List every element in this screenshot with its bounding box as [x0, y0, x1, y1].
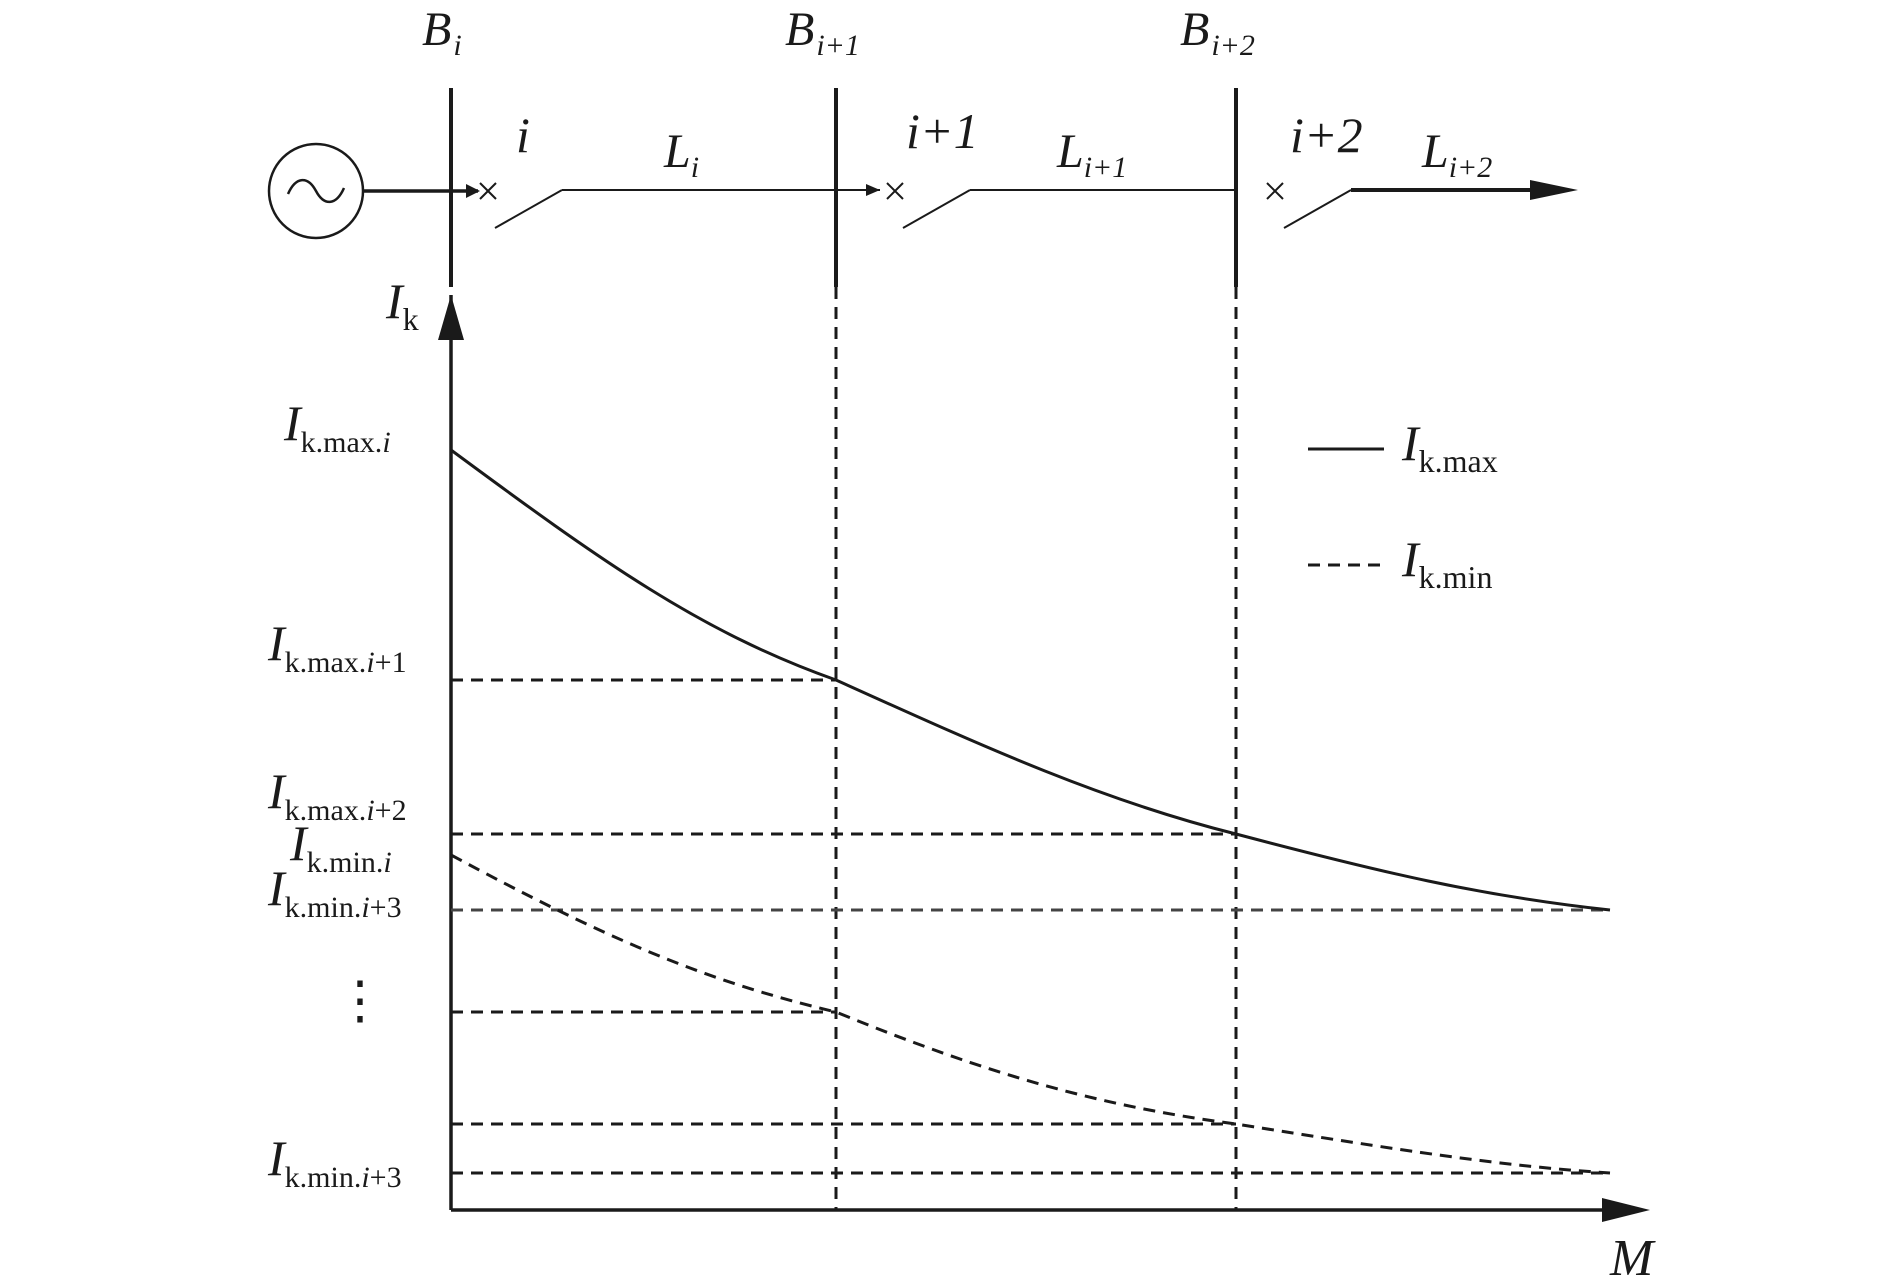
- breaker-blade-i: [494, 189, 563, 229]
- line-label-i: Li: [663, 125, 699, 184]
- bus-label-i1: Bi+1: [785, 3, 860, 62]
- ylabel-min-i: Ik.min.i: [289, 815, 392, 879]
- ylabel-min-i3-upper: Ik.min.i+3: [267, 860, 402, 924]
- breaker-x-icon: [886, 182, 904, 200]
- line-label-i2: Li+2: [1421, 125, 1492, 184]
- bus-label-i: Bi: [422, 3, 462, 62]
- breaker-x-icon: [479, 182, 497, 200]
- ylabel-max-i2: Ik.max.i+2: [267, 763, 407, 827]
- line-arrow-i2: [1530, 180, 1578, 200]
- curve-ik-min: [450, 853, 1611, 1175]
- reference-levels: [451, 678, 1610, 1175]
- ylabel-max-i: Ik.max.i: [283, 395, 391, 459]
- x-axis-arrow: [1602, 1198, 1650, 1222]
- breaker-blade-i2: [1283, 189, 1352, 229]
- line-label-i1: Li+1: [1056, 125, 1127, 184]
- breaker-label-i: i: [516, 107, 530, 163]
- breaker-blade-i1: [902, 189, 971, 229]
- y-axis-label: Ik: [385, 273, 419, 337]
- source-arrow: [466, 184, 480, 198]
- ylabel-ellipsis: ⋮: [334, 973, 386, 1030]
- legend-label-max: Ik.max: [1401, 415, 1498, 479]
- breaker-label-i1: i+1: [906, 103, 979, 159]
- breaker-x-icon: [1266, 182, 1284, 200]
- legend-label-min: Ik.min: [1401, 531, 1492, 595]
- network-diagram: [267, 88, 1578, 287]
- ylabel-min-i3-lower: Ik.min.i+3: [267, 1130, 402, 1194]
- ac-source-icon: [267, 142, 365, 240]
- x-axis-label: M: [1609, 1230, 1656, 1283]
- curve-ik-max: [450, 448, 1611, 912]
- ylabel-max-i1: Ik.max.i+1: [267, 615, 407, 679]
- y-axis-arrow: [438, 295, 464, 340]
- breaker-label-i2: i+2: [1290, 107, 1363, 163]
- axes: [438, 295, 1650, 1222]
- bus-label-i2: Bi+2: [1180, 3, 1255, 62]
- line-arrow-i: [866, 184, 880, 196]
